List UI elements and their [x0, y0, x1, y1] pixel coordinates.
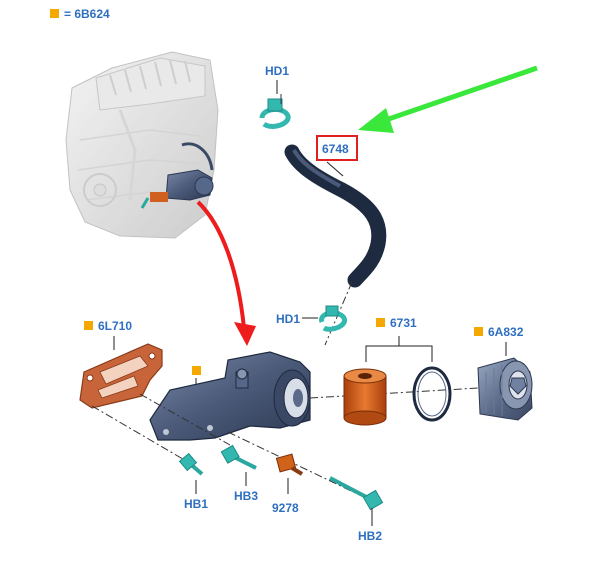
middle-hose-clamp: [319, 305, 347, 332]
bolt-hb3: [220, 444, 257, 470]
label-hd1-top: HD1: [265, 64, 289, 78]
label-hb3: HB3: [234, 489, 258, 503]
oil-filter-housing: [149, 351, 311, 441]
label-filter: 6731: [390, 316, 417, 330]
filter-element-6731: [343, 368, 387, 426]
engine-mounted-housing: [140, 142, 214, 209]
gasket-6L710: [79, 343, 163, 409]
label-sensor: 9278: [272, 501, 299, 515]
label-hose: 6748: [322, 142, 349, 156]
green-pointer-arrow: [358, 65, 538, 133]
label-hb2: HB2: [358, 529, 382, 543]
red-pointer-arrow: [196, 200, 256, 346]
filter-marker: [376, 318, 385, 327]
label-hd1-mid: HD1: [276, 312, 300, 326]
cap-marker: [474, 327, 483, 336]
housing-marker: [192, 366, 201, 375]
label-hb1: HB1: [184, 497, 208, 511]
label-cap: 6A832: [488, 325, 524, 339]
o-ring: [412, 366, 452, 422]
bolt-hb2: [329, 476, 384, 511]
hose-6748: [284, 144, 387, 288]
bolt-hb1: [178, 452, 204, 476]
legend-marker: [50, 9, 59, 18]
label-gasket: 6L710: [98, 319, 132, 333]
highlight-box: [316, 135, 358, 161]
gasket-marker: [84, 321, 93, 330]
upper-hose-clamp: [259, 94, 291, 129]
oil-filter-cap: [477, 357, 533, 421]
legend-text: = 6B624: [64, 7, 110, 21]
engine-illustration: [65, 51, 219, 239]
legend: = 6B624: [50, 7, 110, 21]
sensor-9278: [275, 453, 304, 476]
